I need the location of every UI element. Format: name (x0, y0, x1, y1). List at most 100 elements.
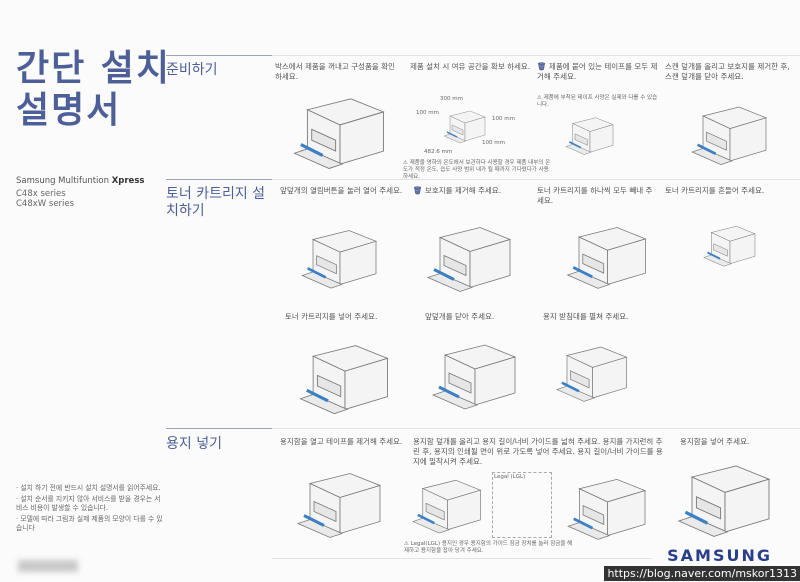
illustration-box-contents (280, 88, 400, 175)
title-line-2: 설명서 (16, 90, 122, 131)
illustration-pull-cartridge (560, 212, 655, 300)
printer-drawing (566, 227, 647, 289)
printer-drawing (296, 473, 382, 538)
arrow-icon (300, 143, 324, 157)
printer-drawing (299, 345, 389, 415)
step-text: 제품에 붙어 있는 테이프를 모두 제거해 주세요. (537, 62, 658, 81)
step-unfold-support: 용지 받침대를 펼쳐 주세요. (543, 312, 629, 321)
step-shake-cartridge: 토너 카트리지를 흔들어 주세요. (665, 186, 765, 195)
arrow-icon (306, 267, 327, 279)
section-divider (272, 558, 652, 559)
printer-drawing (567, 478, 647, 540)
trash-icon: 🗑 (537, 62, 547, 71)
dimension-label: 482.6 mm (424, 149, 453, 155)
arrow-icon (306, 388, 329, 403)
arrow-icon (568, 141, 582, 149)
arrow-icon (707, 251, 721, 260)
step-open-front: 앞덮개의 열림버튼을 눌러 열어 주세요. (280, 186, 403, 195)
illustration-close-front (425, 335, 525, 415)
printer-drawing (431, 344, 517, 410)
section-title-paper: 용지 넣기 (166, 436, 222, 452)
illustration-load-paper (560, 470, 655, 545)
step-text: 보호지를 제거해 주세요. (424, 186, 502, 195)
dimension-label: 100 mm (492, 116, 515, 122)
printer-drawing (443, 110, 486, 144)
printer-drawing (677, 465, 771, 537)
brand-bold: Xpress (111, 176, 145, 186)
step-scan-cover: 스캔 덮개를 올리고 보호지를 제거한 후, 스캔 덮개를 닫아 주세요. (665, 62, 790, 81)
printer-drawing (565, 117, 614, 155)
section-divider (166, 179, 272, 180)
series-item: C48x series (16, 189, 66, 199)
trash-icon: 🗑 (413, 186, 423, 195)
illustration-insert-cartridge (290, 335, 400, 420)
arrow-icon (561, 381, 580, 393)
illustration-shake-cartridge (680, 220, 780, 270)
blurred-region (18, 560, 78, 572)
illustration-paper-support (550, 335, 635, 410)
illustration-tape (545, 112, 635, 158)
arrow-icon (573, 517, 594, 530)
legal-label: Legal (LGL) (494, 474, 526, 480)
series-item: C48xW series (16, 199, 75, 209)
illustration-scan-cover (685, 98, 775, 170)
arrow-icon (684, 510, 709, 525)
samsung-logo: SAMSUNG (667, 546, 772, 565)
section-title-prepare: 준비하기 (166, 62, 218, 78)
step-clearance: 제품 설치 시 여유 공간을 확보 하세요. (410, 62, 531, 71)
arrow-icon (572, 266, 593, 279)
illustration-remove-protector (420, 215, 520, 300)
dimension-label: 300 mm (440, 96, 463, 102)
dimension-label: 100 mm (482, 140, 505, 146)
section-divider (166, 55, 272, 56)
step-insert-tray: 용지함을 넣어 주세요. (680, 437, 750, 446)
step-load-paper: 용지함 덮개를 올리고 용지 길이/너비 가이드를 넓혀 주세요. 용지를 가지… (413, 437, 663, 466)
legal-inset: Legal (LGL) (492, 472, 552, 538)
arrow-icon (696, 143, 717, 156)
step-open-tray: 용지함을 열고 테이프를 제거해 주세요. (280, 437, 403, 446)
arrow-icon (433, 268, 455, 281)
brand-prefix: Samsung Multifuntion (16, 176, 112, 186)
notice-list: · 설치 하기 전에 반드시 설치 설명서를 읽어주세요. · 설치 순서를 지… (16, 484, 166, 535)
printer-drawing (703, 225, 756, 267)
step-insert-cartridge: 토너 카트리지를 넣어 주세요. (285, 312, 378, 321)
section-divider (166, 428, 272, 429)
document-title: 간단 설치 설명서 (16, 48, 171, 132)
notice-item: · 설치 순서를 지키지 않아 서비스를 받을 경우는 서비스 비용이 발생할 … (16, 495, 161, 512)
legal-note: ⚠ Legal(LGL) 용지인 경우 용지함의 가이드 잠금 장치를 눌러 잠… (404, 541, 573, 554)
arrow-icon (303, 514, 325, 527)
illustration-paper-guides (405, 472, 490, 538)
printer-drawing (555, 346, 628, 402)
step-close-front: 앞덮개를 닫아 주세요. (425, 312, 495, 321)
section-divider (272, 179, 800, 180)
section-divider (272, 55, 800, 56)
step-pull-cartridges: 토너 카트리지를 하나씩 모두 빼내 주세요. (537, 186, 653, 205)
note-text: 제품을 영하의 온도에서 보관하다 사용할 경우 제품 내부의 온도가 적정 온… (403, 160, 551, 180)
printer-drawing (301, 230, 378, 289)
temperature-note: ⚠ 제품을 영하의 온도에서 보관하다 사용할 경우 제품 내부의 온도가 적정… (403, 160, 551, 180)
arrow-icon (438, 385, 460, 399)
title-line-1: 간단 설치 (16, 48, 172, 89)
note-text: Legal(LGL) 용지인 경우 용지함의 가이드 잠금 장치를 눌러 잠금을… (404, 541, 573, 554)
illustration-open-front (295, 215, 385, 300)
illustration-insert-tray (665, 455, 785, 543)
tape-note: ⚠ 제품에 부착된 테이프 사양은 실제와 다를 수 있습니다. (537, 95, 658, 108)
arrow-icon (417, 513, 435, 525)
step-unpack: 박스에서 제품을 꺼내고 구성품을 확인 하세요. (275, 62, 395, 81)
watermark-url: https://blog.naver.com/mskor1313 (604, 566, 800, 581)
printer-drawing (691, 106, 768, 165)
product-name: Samsung Multifuntion Xpress (16, 176, 144, 186)
illustration-open-tray (290, 462, 390, 545)
section-title-toner: 토너 카트리지 설치하기 (166, 186, 266, 219)
printer-drawing (426, 227, 512, 292)
notice-item: · 모델에 따라 그림과 실제 제품의 모양이 다를 수 있습니다 (16, 515, 163, 532)
arrow-icon (446, 131, 458, 138)
section-divider (272, 428, 800, 429)
step-remove-tape: 🗑 제품에 붙어 있는 테이프를 모두 제거해 주세요. (537, 62, 659, 82)
printer-drawing (411, 479, 482, 534)
printer-drawing (293, 98, 385, 169)
step-remove-protector: 🗑 보호지를 제거해 주세요. (413, 186, 533, 196)
notice-item: · 설치 하기 전에 반드시 설치 설명서를 읽어주세요. (16, 484, 161, 492)
illustration-clearance (440, 104, 490, 148)
note-text: 제품에 부착된 테이프 사양은 실제와 다를 수 있습니다. (537, 95, 658, 108)
